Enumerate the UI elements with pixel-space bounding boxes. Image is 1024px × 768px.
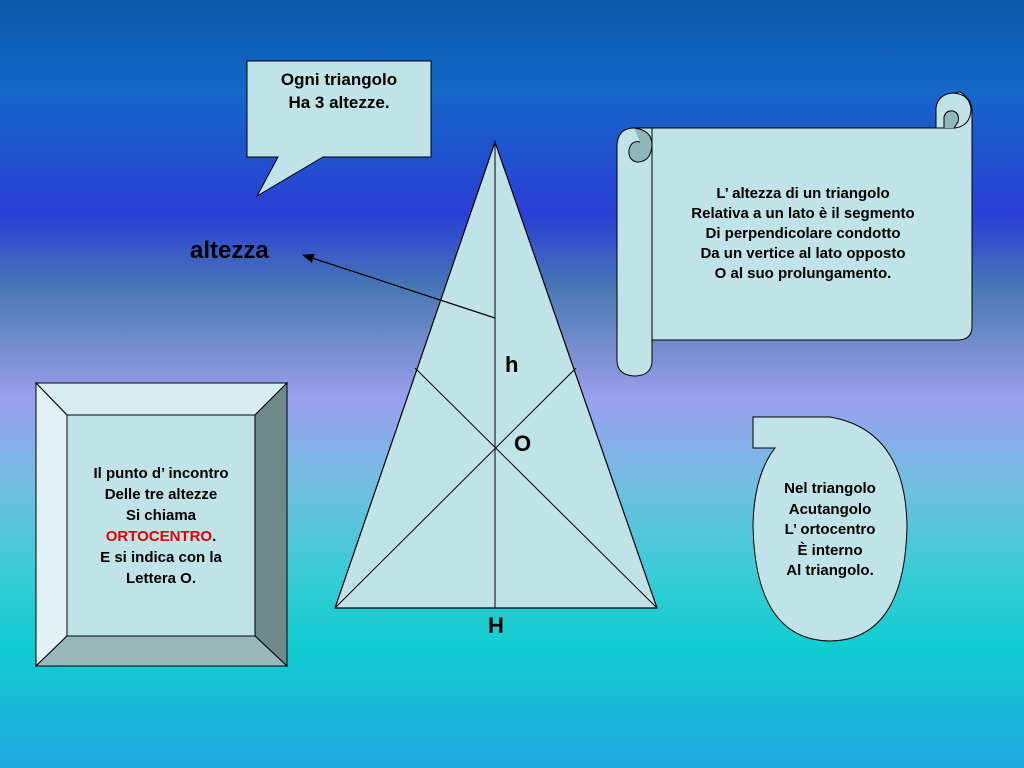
oval-line-1: Nel triangolo (784, 480, 876, 497)
oval-line-2: Acutangolo (788, 500, 872, 518)
oval-line-5: Al triangolo. (786, 562, 874, 579)
scroll-line-4: Da un vertice al lato opposto (700, 245, 906, 262)
frame-line-6: Lettera O. (125, 570, 197, 587)
bevel-frame-shape (34, 381, 289, 668)
callout-line-1: Ogni triangolo (280, 70, 398, 89)
oval-line-4: È interno (797, 541, 863, 559)
callout-line-2: Ha 3 altezze. (288, 93, 390, 112)
frame-line-3: Si chiama (125, 507, 197, 524)
triangle-shape (334, 140, 658, 609)
scroll-text: L’ altezza di un triangolo Relativa a un… (648, 184, 958, 284)
label-o: O (514, 431, 532, 456)
ortocentro-period: . (212, 528, 217, 545)
scroll-line-1: L’ altezza di un triangolo (716, 185, 890, 202)
scroll-shape (616, 91, 973, 377)
label-h: h (505, 352, 519, 377)
frame-line-2: Delle tre altezze (104, 486, 218, 503)
scroll-line-3: Di perpendicolare condotto (705, 225, 901, 242)
altitude-right-line (334, 367, 577, 609)
altezza-label: altezza (190, 237, 269, 264)
scroll-line-5: O al suo prolungamento. (714, 265, 892, 282)
frame-text: Il punto d’ incontro Delle tre altezze S… (67, 463, 255, 589)
altitude-left-line (414, 367, 658, 609)
oval-line-3: L’ ortocentro (784, 521, 876, 538)
callout-text: Ogni triangolo Ha 3 altezze. (247, 68, 431, 114)
speech-callout-shape (246, 60, 432, 198)
scroll-line-2: Relativa a un lato è il segmento (691, 205, 915, 222)
oval-callout-shape (752, 416, 908, 642)
oval-text: Nel triangolo Acutangolo L’ ortocentro È… (755, 479, 905, 582)
altezza-arrow (301, 253, 496, 319)
frame-line-4: ORTOCENTRO. (67, 526, 255, 547)
label-foot-h: H (488, 613, 504, 638)
frame-line-5: E si indica con la (100, 549, 222, 566)
frame-line-1: Il punto d’ incontro (93, 465, 229, 482)
ortocentro-highlight: ORTOCENTRO (105, 528, 213, 545)
